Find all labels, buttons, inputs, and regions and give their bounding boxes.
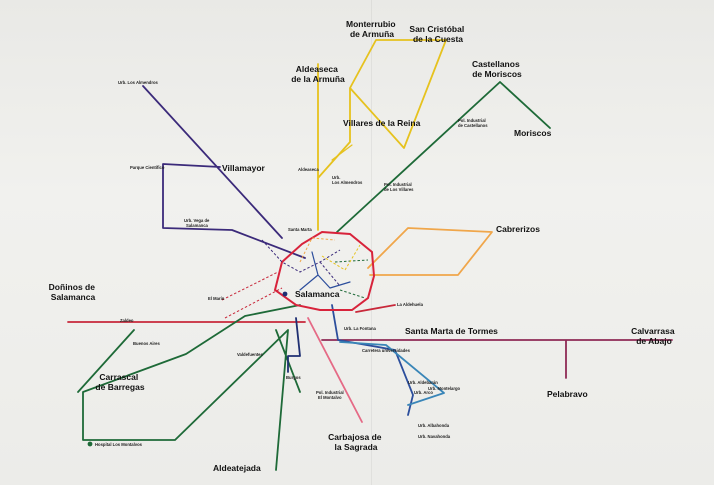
urban-line-dashed-5 — [299, 237, 336, 263]
line-universidades — [331, 304, 414, 416]
label-burgos: Burgos — [286, 375, 301, 380]
label-carrascal: Carrascal de Barregas — [95, 372, 144, 392]
label-urb-los-almendros-v: Urb. Los Almendros — [332, 175, 363, 185]
line-moriscos — [336, 81, 551, 233]
line-monterrubio — [317, 39, 447, 231]
line-villamayor — [142, 85, 306, 259]
label-pol-montalvo: Pol. Industrial El Montalvo — [316, 390, 345, 400]
label-villamayor: Villamayor — [222, 163, 266, 173]
label-parque-cientifico: Parque Científico — [130, 165, 165, 170]
label-aldeaseca-stop: Aldeaseca — [298, 167, 319, 172]
label-valdefuentes: Valdefuentes — [237, 352, 264, 357]
line-cabrerizos — [367, 227, 493, 276]
line-burgos — [287, 317, 301, 373]
label-urb-la-fontana: Urb. La Fontana — [344, 326, 377, 331]
line-arco — [339, 341, 445, 406]
label-villares: Villares de la Reina — [343, 118, 421, 128]
station-hospital-montalvos — [87, 441, 93, 447]
label-aldeatejada: Aldeatejada — [213, 463, 261, 473]
label-urb-los-almendros: Urb. Los Almendros — [118, 80, 159, 85]
line-villares — [331, 144, 353, 161]
line-carbajosa — [307, 317, 363, 423]
label-doñinos: Doñinos de Salamanca — [49, 282, 98, 302]
label-pol-castellanos: Pol. Industrial de Castellanos — [458, 118, 488, 128]
line-santa-marta — [355, 304, 396, 313]
label-pol-los-villares: Pol. Industrial de Los Villares — [384, 182, 414, 192]
label-urb-arco: Urb. Arco — [414, 390, 433, 395]
label-castellanos: Castellanos de Moriscos — [472, 59, 522, 79]
label-urb-navahonda: Urb. Navahonda — [418, 434, 451, 439]
label-zaldeo: Zaldeo — [120, 318, 134, 323]
line-calvarrasa — [321, 339, 673, 379]
label-san-cristobal: San Cristóbal de la Cuesta — [409, 24, 466, 44]
salamanca-ring — [273, 230, 376, 311]
paper-fold — [371, 0, 372, 485]
label-carbajosa: Carbajosa de la Sagrada — [328, 432, 384, 452]
label-buenos-aires: Buenos Aires — [133, 341, 161, 346]
label-urb-montelargo: Urb. Montelargo — [428, 386, 461, 391]
urban-line-dashed-1 — [261, 239, 341, 287]
line-carrascal-branch — [77, 329, 135, 393]
label-moriscos: Moriscos — [514, 128, 552, 138]
label-salamanca: Salamanca — [295, 289, 340, 299]
label-carretera-universidades: Carretera universidades — [362, 348, 411, 353]
label-santa-marta-stop: Santa Marta — [288, 227, 312, 232]
label-monterrubio: Monterrubio de Armuña — [346, 19, 398, 39]
label-urb-aldebaran: Urb. Aldebarán — [408, 380, 438, 385]
label-pelabravo: Pelabravo — [547, 389, 588, 399]
label-santa-marta: Santa Marta de Tormes — [405, 326, 498, 336]
label-calvarrasa: Calvarrasa de Abajo — [631, 326, 677, 346]
urban-line-navy — [299, 251, 351, 291]
urban-line-dashed-2 — [334, 259, 369, 299]
label-cabrerizos: Cabrerizos — [496, 224, 540, 234]
label-urb-vega: Urb. Vega de Salamanca — [184, 218, 211, 228]
urban-line-dashed-4 — [321, 244, 361, 271]
label-urb-albahonda: Urb. Albahonda — [418, 423, 450, 428]
label-la-aldehuela: La Aldehuela — [397, 302, 424, 307]
label-el-marin: El Marín — [208, 296, 225, 301]
station-salamanca-center — [282, 291, 288, 297]
urban-line-dashed-3 — [221, 271, 283, 319]
label-aldeaseca: Aldeaseca de la Armuña — [291, 64, 345, 84]
label-hospital-montalvos: Hospital Los Montalvos — [95, 442, 143, 447]
